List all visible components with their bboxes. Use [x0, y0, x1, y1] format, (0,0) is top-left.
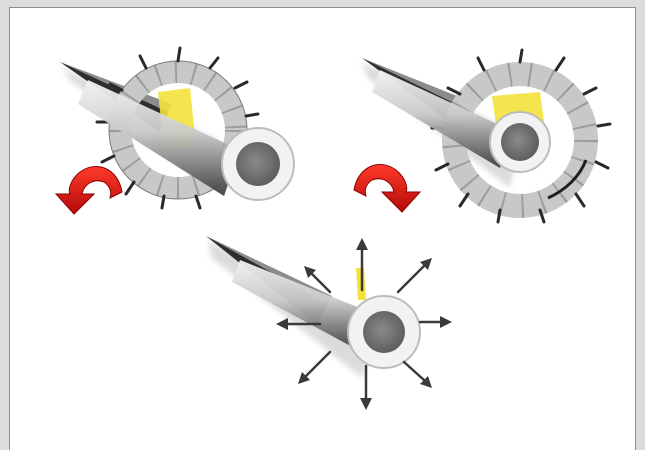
counterclockwise-arrow-icon — [56, 166, 122, 214]
pin-southwest — [298, 352, 330, 384]
pin-northeast — [398, 258, 432, 292]
pin-southeast — [404, 362, 432, 388]
tube — [232, 260, 420, 368]
clockwise-arrow-icon — [354, 164, 420, 212]
pin-east — [420, 316, 452, 328]
panel-bottom — [206, 236, 452, 410]
panel-top-right — [354, 50, 610, 222]
panel-top-left — [56, 48, 294, 214]
